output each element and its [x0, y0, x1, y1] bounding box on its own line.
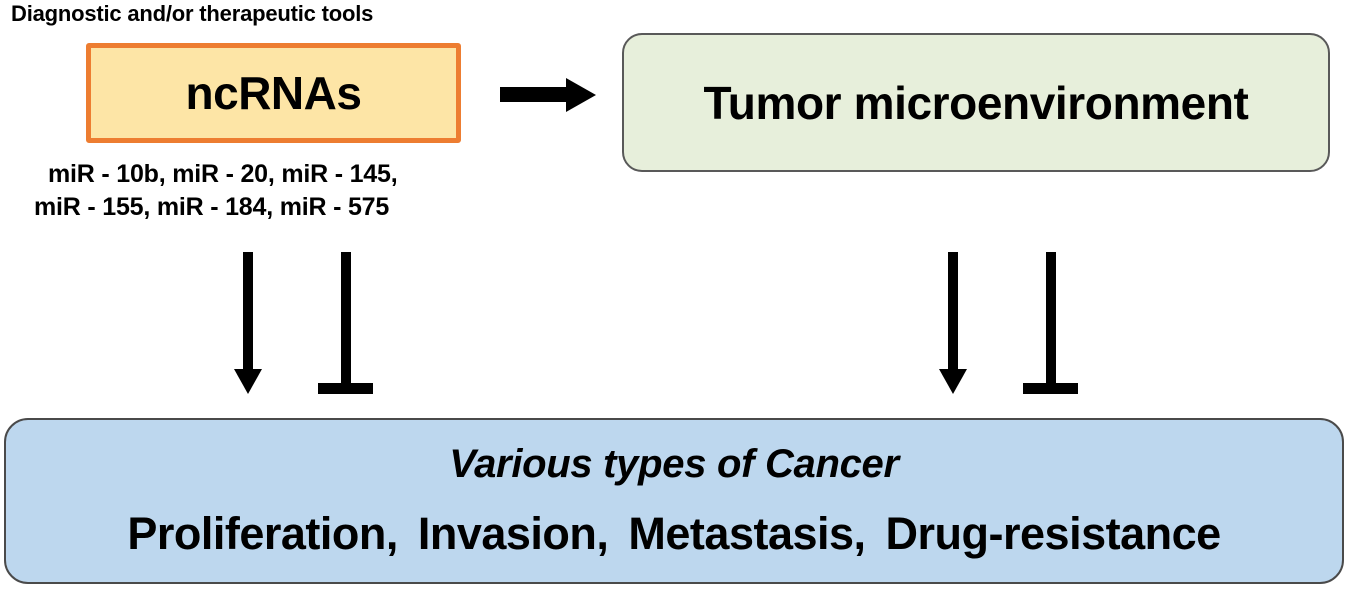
node-ncrnas: ncRNAs: [86, 43, 461, 143]
connector-ncrnas-activates-cancer-icon: [234, 252, 262, 394]
cancer-item-invasion: Invasion,: [417, 508, 609, 559]
page-title: Diagnostic and/or therapeutic tools: [11, 1, 374, 26]
node-cancer: Various types of Cancer Proliferation, In…: [4, 418, 1344, 584]
connector-ncrnas-inhibits-cancer-icon: [318, 252, 373, 394]
node-tumor-microenvironment-label: Tumor microenvironment: [703, 76, 1249, 129]
mir-list-line-1: miR - 10b, miR - 20, miR - 145,: [48, 160, 398, 188]
cancer-item-drug-resistance: Drug-resistance: [885, 508, 1222, 559]
connector-ncrnas-to-tumor-microenvironment-icon: [500, 78, 596, 112]
node-ncrnas-label: ncRNAs: [185, 67, 362, 119]
mir-list-line-2: miR - 155, miR - 184, miR - 575: [34, 192, 390, 221]
node-tumor-microenvironment: Tumor microenvironment: [622, 33, 1330, 172]
node-cancer-title: Various types of Cancer: [449, 442, 899, 486]
cancer-item-proliferation: Proliferation,: [127, 508, 398, 559]
node-cancer-items: Proliferation, Invasion, Metastasis, Drug-r…: [6, 508, 1342, 560]
mir-list: miR - 10b, miR - 20, miR - 145, miR - 15…: [34, 158, 534, 223]
cancer-item-metastasis: Metastasis,: [628, 508, 866, 559]
connector-tumor-microenvironment-activates-cancer-icon: [939, 252, 967, 394]
connector-tumor-microenvironment-inhibits-cancer-icon: [1023, 252, 1078, 394]
